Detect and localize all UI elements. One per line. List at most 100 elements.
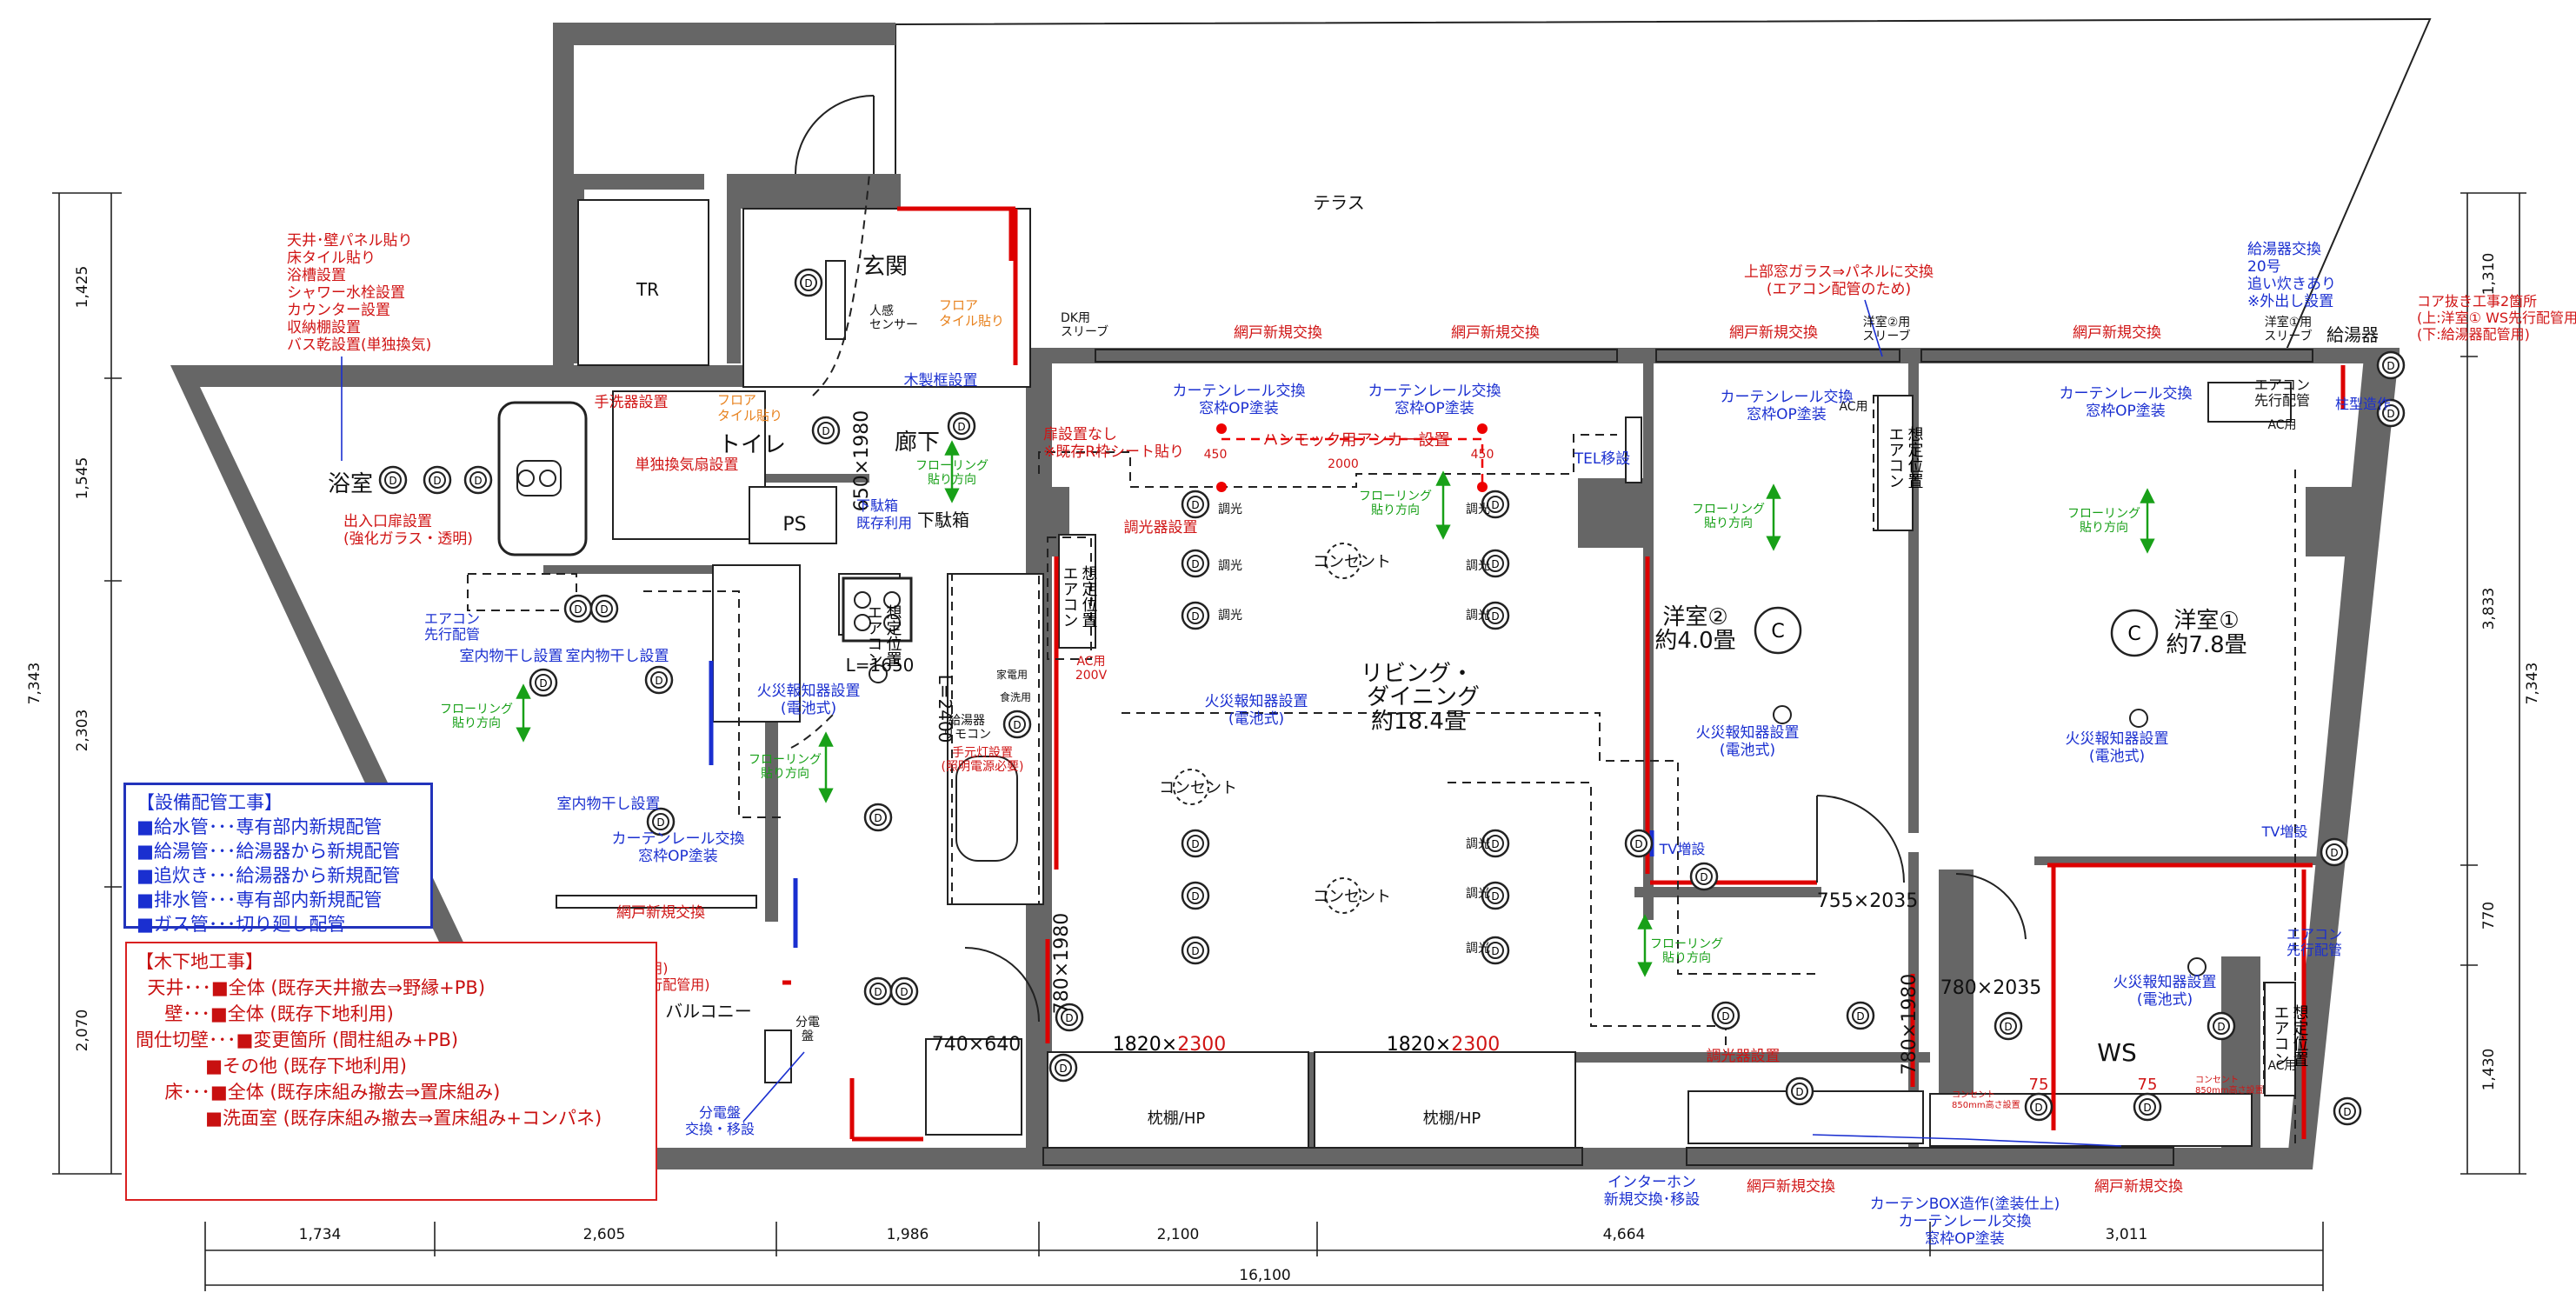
- dim-right: 1,310: [2480, 253, 2498, 296]
- downlight-icon: D: [811, 416, 841, 445]
- dk-sleeve-note: スリーブ: [1061, 324, 1108, 339]
- fire-alarm-note: (電池式): [781, 700, 836, 717]
- equipment-item: ■排水管･･･専有部内新規配管: [136, 890, 383, 910]
- svg-text:D: D: [1856, 1010, 1864, 1023]
- core-drill-note: コア抜き工事2箇所: [2417, 293, 2537, 310]
- svg-text:D: D: [804, 277, 812, 290]
- screen-door-note: 網戸新規交換: [1729, 324, 1818, 342]
- svg-text:D: D: [474, 475, 482, 487]
- curtain-box-note: カーテンBOX造作(塗装仕上): [1870, 1195, 2060, 1213]
- equipment-item: ■給湯管･･･給湯器から新規配管: [136, 841, 401, 862]
- ceiling-light-icon: C C: [1754, 606, 2159, 657]
- flooring-note: 貼り方向: [2080, 521, 2128, 535]
- dim-left: 2,070: [74, 1009, 91, 1052]
- living-size: 約18.4畳: [1371, 709, 1467, 735]
- screen-door-note: 網戸新規交換: [1234, 324, 1322, 342]
- outlet-label: コンセント: [1313, 553, 1391, 571]
- downlight-icon: D: [1181, 881, 1210, 910]
- flooring-note: フローリング: [440, 703, 513, 716]
- outlet-height-note: コンセント: [2195, 1075, 2239, 1085]
- curtain-box-note: 窓枠OP塗装: [1925, 1229, 2005, 1248]
- column-finish-note: 柱型造作: [2335, 396, 2391, 412]
- shoebox-note: 下駄箱: [856, 497, 898, 514]
- door-size: 780×1980: [1051, 913, 1073, 1014]
- core-drill-note: (上:洋室① WS先行配管用): [2417, 310, 2576, 326]
- dim-right-total: 7,343: [2524, 663, 2541, 705]
- dim-left-total: 7,343: [26, 663, 43, 705]
- finish-lines: [709, 206, 2346, 1142]
- base-line: 天井･･･■全体 (既存天井撤去⇒野縁+PB): [136, 977, 486, 998]
- bathtub-icon: [497, 401, 588, 556]
- wood-base-work-box: 【木下地工事】 天井･･･■全体 (既存天井撤去⇒野縁+PB) 壁･･･■全体 …: [125, 942, 657, 1201]
- indoor-dry-note: 室内物干し設置: [557, 796, 661, 813]
- curtain-rail-note: 窓枠OP塗装: [2086, 402, 2166, 420]
- remote-note: リモコン: [942, 728, 991, 742]
- dimmer-label: 調光: [1218, 609, 1242, 623]
- svg-text:D: D: [389, 475, 396, 487]
- hammock-anchor-icon: [1216, 423, 1488, 492]
- dim-right: 1,430: [2480, 1049, 2498, 1091]
- base-box-title: 【木下地工事】: [136, 951, 263, 972]
- svg-text:D: D: [822, 425, 829, 437]
- ac-pipe-note: 先行配管: [2254, 392, 2310, 409]
- dimmer-label: 調光: [1218, 503, 1242, 516]
- outlet-label: コンセント: [1313, 888, 1391, 906]
- western1-sleeve-note: スリーブ: [2264, 329, 2312, 343]
- dimmer-set-note: 調光器設置: [1707, 1048, 1781, 1065]
- downlight-icon: D: [2376, 350, 2406, 380]
- appliance-note: 家電用: [996, 668, 1028, 681]
- bath-work-note: バス乾設置(単独換気): [287, 336, 431, 354]
- downlight-icon: D: [1481, 601, 1510, 630]
- dim-bottom: 2,100: [1157, 1226, 1200, 1243]
- windows: [556, 349, 2313, 1166]
- ac-planned-note: エアコン: [2272, 1004, 2290, 1067]
- door-size: 780×2035: [1940, 977, 2041, 999]
- dim-left: 1,545: [74, 457, 91, 500]
- door-size: 1820×2300: [1387, 1034, 1500, 1056]
- svg-text:D: D: [539, 677, 547, 690]
- outlet-height-note: 850mm高さ設置: [2195, 1084, 2264, 1096]
- stove-icon: [842, 576, 913, 643]
- downlight-icon: D: [563, 594, 593, 623]
- door-size: 755×2035: [1817, 890, 1918, 912]
- screen-door-note: 網戸新規交換: [2094, 1178, 2183, 1196]
- western2-label: 洋室②: [1662, 604, 1727, 630]
- water-heater-label: 給湯器: [2326, 324, 2379, 345]
- dim-bottom: 4,664: [1603, 1226, 1646, 1243]
- stove-l2: L=2400: [935, 675, 955, 743]
- downlight-icon: D: [1711, 1001, 1741, 1030]
- dist-board-label: 分電: [795, 1016, 820, 1029]
- door-size: 780×1980: [1899, 974, 1920, 1075]
- svg-text:D: D: [1013, 719, 1021, 731]
- base-line: 壁･･･■全体 (既存下地利用): [136, 1003, 394, 1024]
- flooring-note: フローリング: [915, 459, 988, 473]
- toilet-fan-note: 単独換気扇設置: [636, 456, 739, 474]
- svg-text:D: D: [1491, 838, 1499, 850]
- dashed-outlines: [467, 173, 2296, 1148]
- living-label: リビング・: [1361, 661, 1474, 687]
- downlight-icon: D: [863, 976, 893, 1006]
- indoor-dry-note: 室内物干し設置: [460, 648, 563, 665]
- toilet-label: トイレ: [718, 432, 786, 458]
- downlight-icon: D: [644, 665, 674, 695]
- svg-text:D: D: [900, 986, 908, 998]
- svg-text:D: D: [1065, 1012, 1073, 1024]
- entrance-label: 玄関: [862, 254, 908, 280]
- downlight-icon: D: [1481, 936, 1510, 965]
- equipment-item: ■給水管･･･専有部内新規配管: [136, 816, 383, 837]
- western2-sleeve-note: 洋室②用: [1863, 315, 1911, 330]
- ac-planned-note: エアコン: [1061, 565, 1079, 628]
- outlet-icon: [1173, 543, 1361, 914]
- bath-work-note: カウンター設置: [287, 302, 390, 319]
- western2-size: 約4.0畳: [1654, 628, 1735, 654]
- svg-text:D: D: [433, 475, 441, 487]
- flooring-note: 貼り方向: [1662, 951, 1711, 965]
- water-heater-note: 20号: [2247, 258, 2281, 276]
- base-line: 間仕切壁･･･■変更箇所 (間柱組み+PB): [136, 1029, 459, 1050]
- ws-label: WS: [2097, 1038, 2136, 1067]
- outlet-75: 75: [2138, 1076, 2158, 1094]
- ps-label: PS: [782, 514, 806, 536]
- dim-right: 3,833: [2480, 588, 2498, 630]
- ac-planned-note: 想定位置: [2291, 1004, 2309, 1067]
- downlight-icon: D: [1181, 549, 1210, 578]
